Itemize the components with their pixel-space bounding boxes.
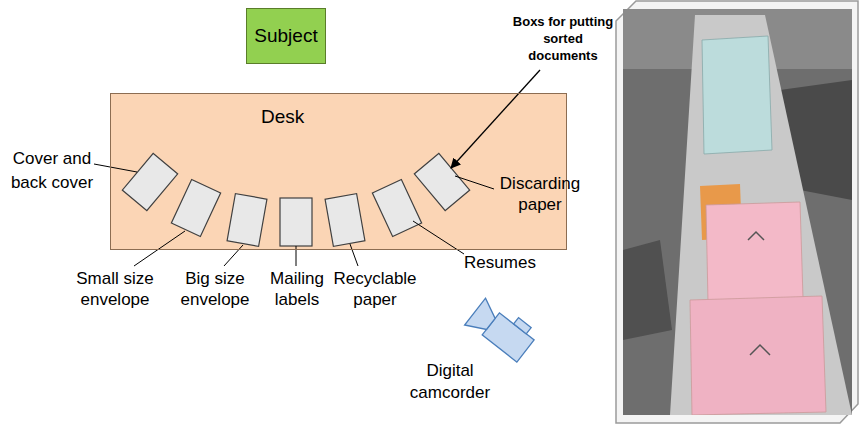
camcorder-viewfinder <box>514 318 532 334</box>
photo-print-mark <box>750 345 770 355</box>
sorting-box <box>414 153 469 210</box>
leader-line <box>134 231 185 266</box>
sorting-box <box>325 194 365 247</box>
box-label: Recyclable paper <box>330 268 420 310</box>
sorting-box <box>280 198 312 246</box>
leader-line <box>94 164 137 172</box>
box-label: Small size envelope <box>72 268 158 310</box>
photo-frame <box>616 1 858 423</box>
sorting-box <box>372 179 421 236</box>
box-label: Cover and back cover <box>4 147 100 195</box>
box-label: Discarding paper <box>494 173 586 215</box>
box-label: Resumes <box>455 252 545 273</box>
leader-line <box>455 176 494 189</box>
photo-table <box>670 15 852 415</box>
device-label: Digital camcorder <box>402 360 498 404</box>
subject-box: Subject <box>246 8 326 64</box>
leader-line <box>224 245 243 266</box>
camcorder-lens <box>465 298 502 337</box>
sorting-box <box>227 194 267 247</box>
box-label: Big size envelope <box>176 268 254 310</box>
photo-pink-stack <box>706 202 803 302</box>
callout-arrow <box>451 70 540 168</box>
sorting-box <box>171 179 220 236</box>
photo-pink-stack <box>690 296 826 415</box>
photo-background <box>623 9 852 415</box>
photo-blue-stack <box>702 36 772 154</box>
node-text: Subject <box>254 25 317 47</box>
desk-area: Desk <box>110 93 567 250</box>
leader-line <box>296 246 297 266</box>
photograph <box>616 1 858 423</box>
photo-chair <box>623 240 672 340</box>
sorting-box <box>122 153 177 210</box>
callout-title: Boxs for putting sorted documents <box>507 13 619 64</box>
node-text: Desk <box>261 106 566 128</box>
photo-print-mark <box>748 232 764 240</box>
leader-line <box>350 244 358 266</box>
box-label: Mailing labels <box>263 268 331 310</box>
